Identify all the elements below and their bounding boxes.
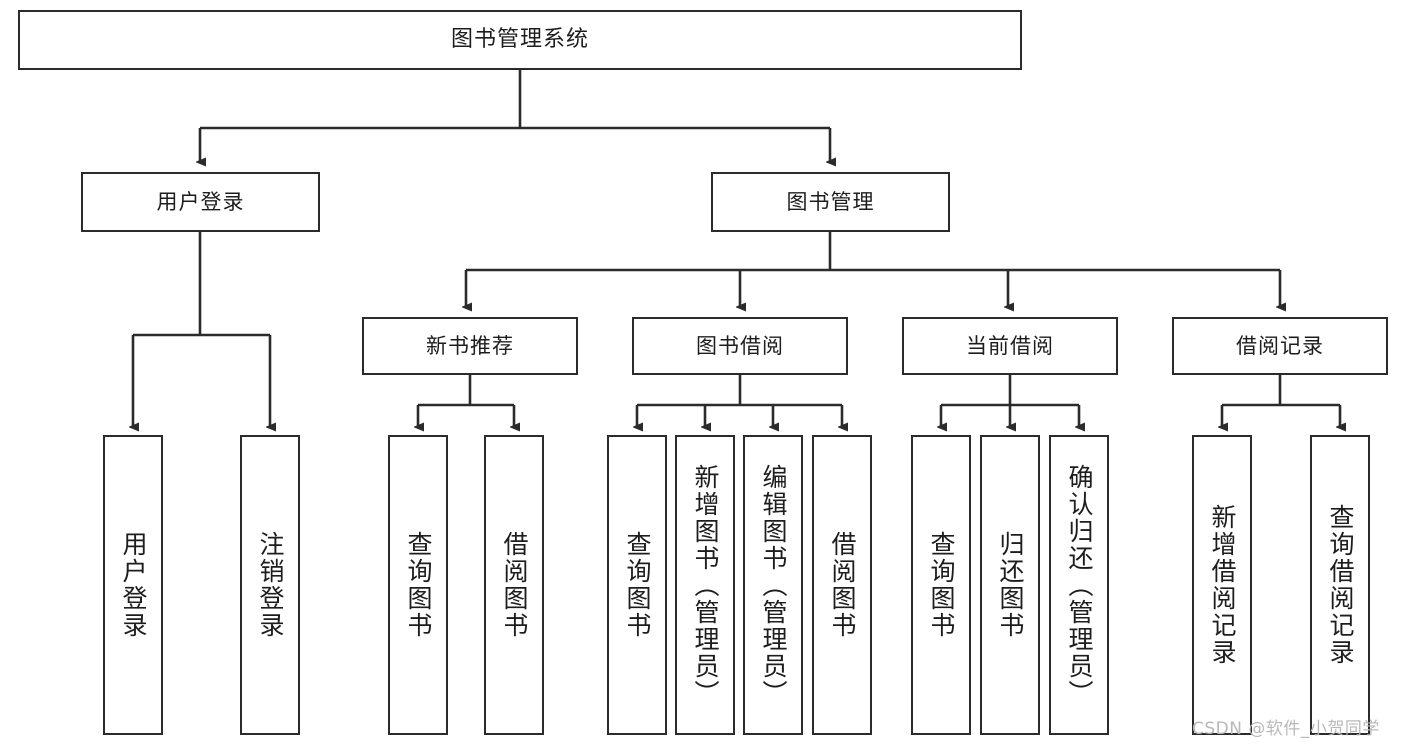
node-label: 编辑图书（管理员） (759, 463, 788, 707)
leaf-query-book-current[interactable]: 查询图书 (911, 435, 971, 735)
leaf-query-book-recommend[interactable]: 查询图书 (388, 435, 448, 735)
node-label: 借阅记录 (1236, 333, 1324, 358)
leaf-borrow-book-recommend[interactable]: 借阅图书 (484, 435, 544, 735)
watermark-text: CSDN @软件_小贺同学 (1192, 719, 1380, 739)
node-label: 借阅图书 (828, 531, 857, 639)
leaf-logout-login[interactable]: 注销登录 (240, 435, 300, 735)
leaf-confirm-return-admin[interactable]: 确认归还（管理员） (1049, 435, 1109, 735)
node-label: 当前借阅 (966, 333, 1054, 358)
node-label: 借阅图书 (500, 531, 529, 639)
node-label: 用户登录 (156, 189, 245, 214)
leaf-query-book-borrow[interactable]: 查询图书 (607, 435, 667, 735)
leaf-query-borrow-record[interactable]: 查询借阅记录 (1310, 435, 1370, 735)
node-label: 新书推荐 (426, 333, 514, 358)
node-book-borrow[interactable]: 图书借阅 (632, 317, 848, 375)
node-label: 查询图书 (623, 531, 652, 639)
node-root-system[interactable]: 图书管理系统 (18, 10, 1022, 70)
node-label: 新增图书（管理员） (691, 463, 720, 707)
node-label: 查询图书 (404, 531, 433, 639)
node-label: 用户登录 (119, 531, 148, 639)
node-label: 查询图书 (927, 531, 956, 639)
node-label: 注销登录 (256, 531, 285, 639)
node-label: 确认归还（管理员） (1065, 463, 1094, 707)
node-label: 图书管理 (786, 189, 875, 214)
node-current-borrow[interactable]: 当前借阅 (902, 317, 1118, 375)
leaf-user-login[interactable]: 用户登录 (103, 435, 163, 735)
leaf-add-borrow-record[interactable]: 新增借阅记录 (1192, 435, 1252, 735)
node-user-login[interactable]: 用户登录 (81, 172, 320, 232)
node-label: 图书管理系统 (450, 27, 589, 53)
node-label: 归还图书 (996, 531, 1025, 639)
leaf-return-book[interactable]: 归还图书 (980, 435, 1040, 735)
leaf-borrow-book[interactable]: 借阅图书 (812, 435, 872, 735)
node-label: 新增借阅记录 (1208, 504, 1237, 666)
node-label: 图书借阅 (696, 333, 784, 358)
node-borrow-record[interactable]: 借阅记录 (1172, 317, 1388, 375)
node-new-book-recommend[interactable]: 新书推荐 (362, 317, 578, 375)
leaf-add-book-admin[interactable]: 新增图书（管理员） (675, 435, 735, 735)
node-label: 查询借阅记录 (1326, 504, 1355, 666)
leaf-edit-book-admin[interactable]: 编辑图书（管理员） (743, 435, 803, 735)
node-book-management[interactable]: 图书管理 (711, 172, 950, 232)
